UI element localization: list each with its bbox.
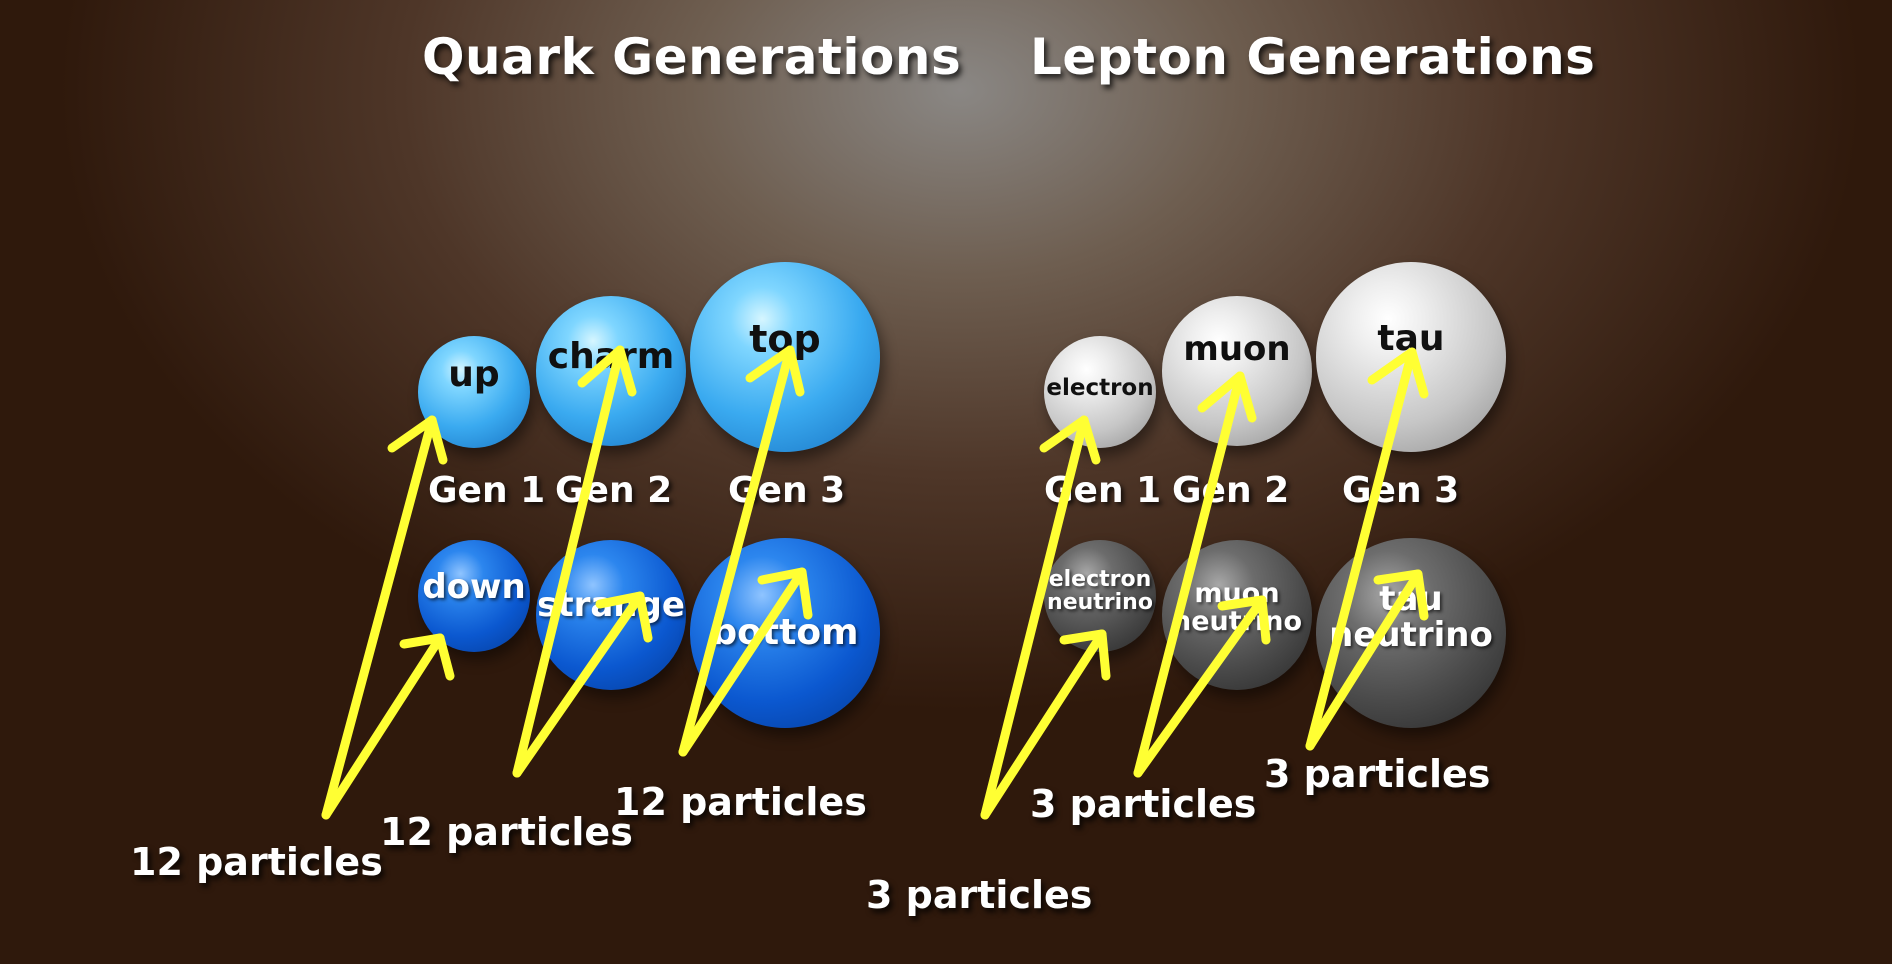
lepton-gen3-label: Gen 3 <box>1342 470 1460 511</box>
arrow-head-quark-gen3-top <box>745 345 805 397</box>
up-quark-label: up <box>448 354 500 395</box>
lepton-generations-title: Lepton Generations <box>1030 28 1596 86</box>
arrow-head-quark-gen2-charm <box>577 345 637 397</box>
tau-neutrino-sphere: tau neutrino <box>1316 538 1506 728</box>
down-quark-sphere: down <box>418 540 530 652</box>
arrow-quark-gen3-top <box>678 345 795 757</box>
arrow-lepton-gen2-muon <box>1133 371 1245 778</box>
muon-label: muon <box>1183 329 1291 369</box>
arrow-quark-gen3-bottom <box>678 567 807 757</box>
arrow-head-quark-gen1-up <box>387 415 448 465</box>
quark-gen1-label: Gen 1 <box>428 470 546 511</box>
arrow-head-quark-gen1-down <box>399 633 455 681</box>
bottom-quark-label: bottom <box>711 612 859 653</box>
quark-gen2-count: 12 particles <box>380 810 633 854</box>
arrow-quark-gen2-strange <box>512 591 645 778</box>
arrow-head-quark-gen2-strange <box>595 591 653 643</box>
arrow-head-lepton-gen1-electron <box>1039 415 1101 465</box>
down-quark-label: down <box>422 567 526 607</box>
arrow-lepton-gen3-neutrino <box>1305 569 1423 751</box>
lepton-gen2-count: 3 particles <box>1030 782 1257 826</box>
arrow-lepton-gen2-neutrino <box>1133 595 1267 778</box>
arrow-quark-gen1-up <box>321 415 437 820</box>
muon-sphere: muon <box>1162 296 1312 446</box>
arrow-quark-gen1-down <box>321 633 445 820</box>
electron-sphere: electron <box>1044 336 1156 448</box>
arrow-head-quark-gen3-bottom <box>757 567 813 620</box>
arrow-lepton-gen3-tau <box>1305 347 1417 751</box>
arrow-head-lepton-gen2-neutrino <box>1217 595 1271 645</box>
lepton-gen1-count: 3 particles <box>866 873 1093 917</box>
quark-gen2-label: Gen 2 <box>555 470 673 511</box>
electron-neutrino-label: electron neutrino <box>1047 567 1153 616</box>
arrow-head-lepton-gen3-tau <box>1367 347 1429 399</box>
arrow-head-lepton-gen3-neutrino <box>1373 569 1429 621</box>
electron-label: electron <box>1046 375 1154 401</box>
quark-gen3-count: 12 particles <box>614 780 867 824</box>
lepton-gen3-count: 3 particles <box>1264 752 1491 796</box>
arrow-lepton-gen1-neutrino <box>980 629 1107 820</box>
arrow-head-lepton-gen1-neutrino <box>1059 629 1111 681</box>
arrow-head-lepton-gen2-muon <box>1197 371 1257 423</box>
lepton-gen2-label: Gen 2 <box>1172 470 1290 511</box>
arrow-quark-gen2-charm <box>512 345 625 778</box>
quark-gen1-count: 12 particles <box>130 840 383 884</box>
arrow-lepton-gen1-electron <box>980 415 1089 820</box>
quark-generations-title: Quark Generations <box>422 28 962 86</box>
